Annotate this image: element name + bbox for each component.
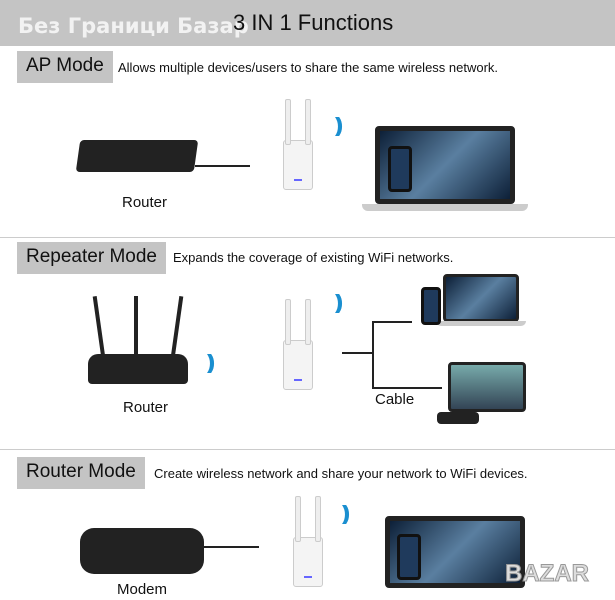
- phone-image: [397, 534, 421, 580]
- router-mode-badge: Router Mode: [17, 457, 145, 489]
- cable-icon: [204, 546, 259, 548]
- watermark-text: Без Граници Базар: [18, 14, 249, 38]
- divider: [0, 449, 615, 450]
- modem-label: Modem: [117, 581, 168, 598]
- antenna: [92, 296, 106, 358]
- laptop-base: [436, 321, 526, 326]
- modem-image: [80, 528, 204, 574]
- cable-icon: [195, 165, 250, 167]
- repeater-mode-description: Expands the coverage of existing WiFi ne…: [173, 250, 454, 265]
- wifi-icon: ))): [335, 115, 343, 137]
- extender-image: [293, 496, 323, 587]
- cable-line: [372, 387, 442, 389]
- cable-line: [372, 321, 412, 323]
- router-image: [75, 140, 199, 172]
- bazar-logo: BAZAR: [505, 560, 590, 588]
- ap-mode-badge: AP Mode: [17, 51, 113, 83]
- page-title: 3 IN 1 Functions: [233, 10, 394, 35]
- extender-image: [283, 299, 313, 390]
- router-label: Router: [123, 399, 169, 416]
- header-bar: [0, 0, 615, 46]
- repeater-mode-badge: Repeater Mode: [17, 242, 166, 274]
- router-label: Router: [122, 194, 168, 211]
- phone-image: [388, 146, 412, 192]
- tv-box-image: [437, 412, 479, 424]
- extender-image: [283, 99, 313, 190]
- antenna: [134, 296, 138, 356]
- wifi-icon: ))): [207, 352, 215, 374]
- wifi-router-image: [88, 354, 188, 384]
- router-mode-description: Create wireless network and share your n…: [154, 466, 528, 481]
- tv-image: [448, 362, 526, 412]
- antenna: [170, 296, 184, 358]
- cable-label: Cable: [375, 391, 415, 408]
- ap-mode-description: Allows multiple devices/users to share t…: [118, 60, 499, 75]
- wifi-icon: ))): [335, 292, 343, 314]
- cable-line: [372, 321, 374, 388]
- divider: [0, 237, 615, 238]
- phone-image: [421, 287, 441, 325]
- laptop-image: [443, 274, 519, 322]
- wifi-icon: ))): [342, 503, 350, 525]
- cable-line: [342, 352, 372, 354]
- laptop-base: [362, 204, 528, 211]
